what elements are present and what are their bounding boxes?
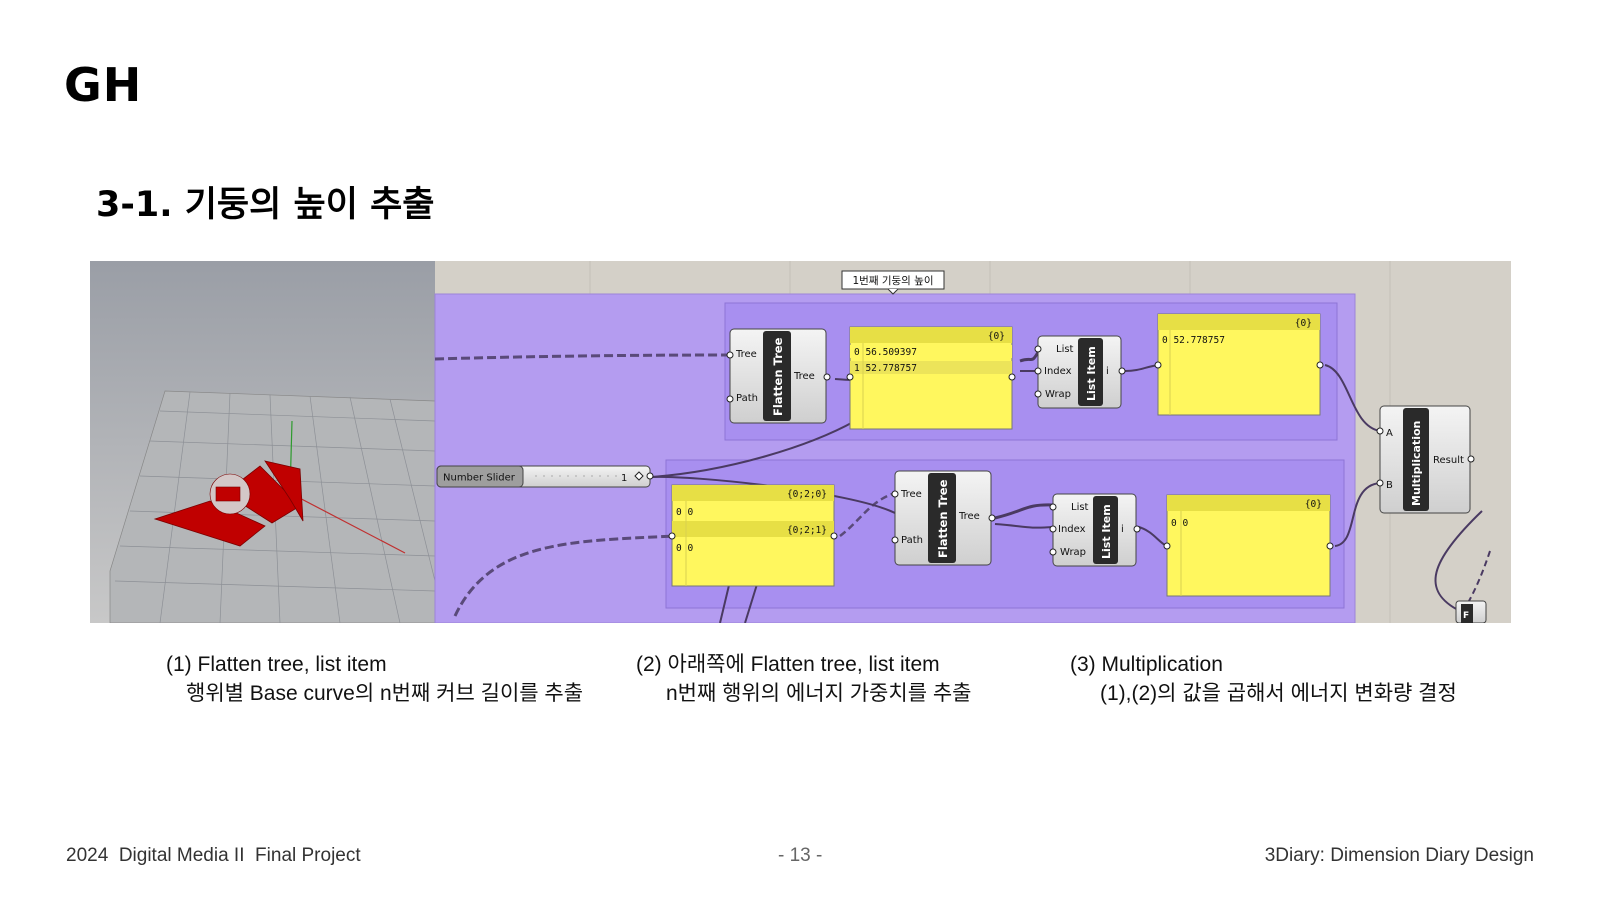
caption-1-line1: (1) Flatten tree, list item: [166, 653, 387, 676]
grasshopper-canvas[interactable]: 1번째 기둥의 높이 Number Slid: [434, 261, 1511, 623]
caption-2-line1: (2) 아래쪽에 Flatten tree, list item: [636, 653, 940, 676]
multiplication-component[interactable]: Multiplication A B Result: [1376, 405, 1475, 514]
list-item-title: List Item: [1100, 504, 1113, 559]
flatten-tree-title: Flatten Tree: [771, 337, 785, 416]
caption-3: (3) Multiplication (1),(2)의 값을 곱해서 에너지 변…: [1070, 650, 1457, 708]
slider-label: Number Slider: [443, 473, 516, 484]
caption-2: (2) 아래쪽에 Flatten tree, list item n번째 행위의…: [636, 650, 972, 708]
slide-subtitle: 3-1. 기둥의 높이 추출: [96, 185, 435, 225]
panel-top-2[interactable]: {0} 0 52.778757: [1154, 313, 1324, 416]
panel-row: 1 52.778757: [854, 363, 917, 374]
panel-header: {0;2;0}: [787, 489, 827, 500]
panel-top-1[interactable]: {0} 0 56.509397 1 52.778757: [846, 326, 1016, 430]
footer-title: 3Diary: Dimension Diary Design: [1264, 845, 1534, 866]
input-index: Index: [1044, 366, 1072, 377]
input-wrap: Wrap: [1060, 547, 1086, 558]
input-list: List: [1071, 502, 1089, 513]
flatten-tree-top[interactable]: Flatten Tree Tree Path Tree: [726, 328, 831, 424]
panel-bottom-1[interactable]: {0;2;0} 0 0 {0;2;1} 0 0: [668, 484, 838, 587]
input-path: Path: [736, 393, 758, 404]
caption-3-line1: (3) Multiplication: [1070, 653, 1223, 676]
grasshopper-screenshot: 1번째 기둥의 높이 Number Slid: [90, 261, 1511, 623]
list-item-bottom[interactable]: List Item List Index Wrap i: [1049, 493, 1141, 567]
caption-1-line2: 행위별 Base curve의 n번째 커브 길이를 추출: [186, 682, 584, 705]
panel-row: 0 0: [1171, 518, 1188, 529]
panel-row: 0 0: [676, 507, 693, 518]
input-b: B: [1386, 480, 1393, 491]
input-tree: Tree: [900, 489, 922, 500]
panel-header: {0;2;1}: [787, 525, 827, 536]
flatten-tree-bottom[interactable]: Flatten Tree Tree Path Tree: [891, 470, 996, 566]
edge-node[interactable]: F: [1455, 600, 1487, 623]
input-index: Index: [1058, 524, 1086, 535]
output-i: i: [1121, 524, 1124, 535]
panel-row: 0 56.509397: [854, 347, 917, 358]
caption-3-line2: (1),(2)의 값을 곱해서 에너지 변화량 결정: [1100, 682, 1457, 705]
panel-header: {0}: [1305, 499, 1322, 510]
panel-header: {0}: [988, 331, 1005, 342]
panel-header: {0}: [1295, 318, 1312, 329]
group-label-text: 1번째 기둥의 높이: [853, 275, 934, 287]
footer-project: 2024 Digital Media II Final Project: [66, 845, 361, 866]
number-slider[interactable]: Number Slider 1: [436, 465, 654, 488]
slider-grip-icon[interactable]: [634, 471, 644, 481]
rhino-detail: [209, 473, 251, 515]
page-number: - 13 -: [778, 845, 823, 866]
multiplication-title: Multiplication: [1410, 421, 1423, 506]
panel-bottom-2[interactable]: {0} 0 0: [1163, 494, 1334, 597]
input-tree: Tree: [735, 349, 757, 360]
input-wrap: Wrap: [1045, 389, 1071, 400]
input-path: Path: [901, 535, 923, 546]
group-label: 1번째 기둥의 높이: [841, 270, 945, 295]
caption-1: (1) Flatten tree, list item 행위별 Base cur…: [166, 650, 583, 708]
edge-node-label: F: [1463, 611, 1469, 621]
slider-value: 1: [621, 473, 627, 484]
output-tree: Tree: [958, 511, 980, 522]
output-tree: Tree: [793, 371, 815, 382]
input-list: List: [1056, 344, 1074, 355]
rhino-viewport[interactable]: [90, 261, 436, 623]
list-item-title: List Item: [1085, 346, 1098, 401]
flatten-tree-title: Flatten Tree: [936, 479, 950, 558]
panel-row: 0 0: [676, 543, 693, 554]
caption-2-line2: n번째 행위의 에너지 가중치를 추출: [666, 682, 972, 705]
panel-row: 0 52.778757: [1162, 335, 1225, 346]
slide-title: GH: [64, 58, 143, 112]
output-result: Result: [1433, 455, 1464, 466]
list-item-top[interactable]: List Item List Index Wrap i: [1034, 335, 1126, 409]
output-i: i: [1106, 366, 1109, 377]
input-a: A: [1386, 428, 1393, 439]
